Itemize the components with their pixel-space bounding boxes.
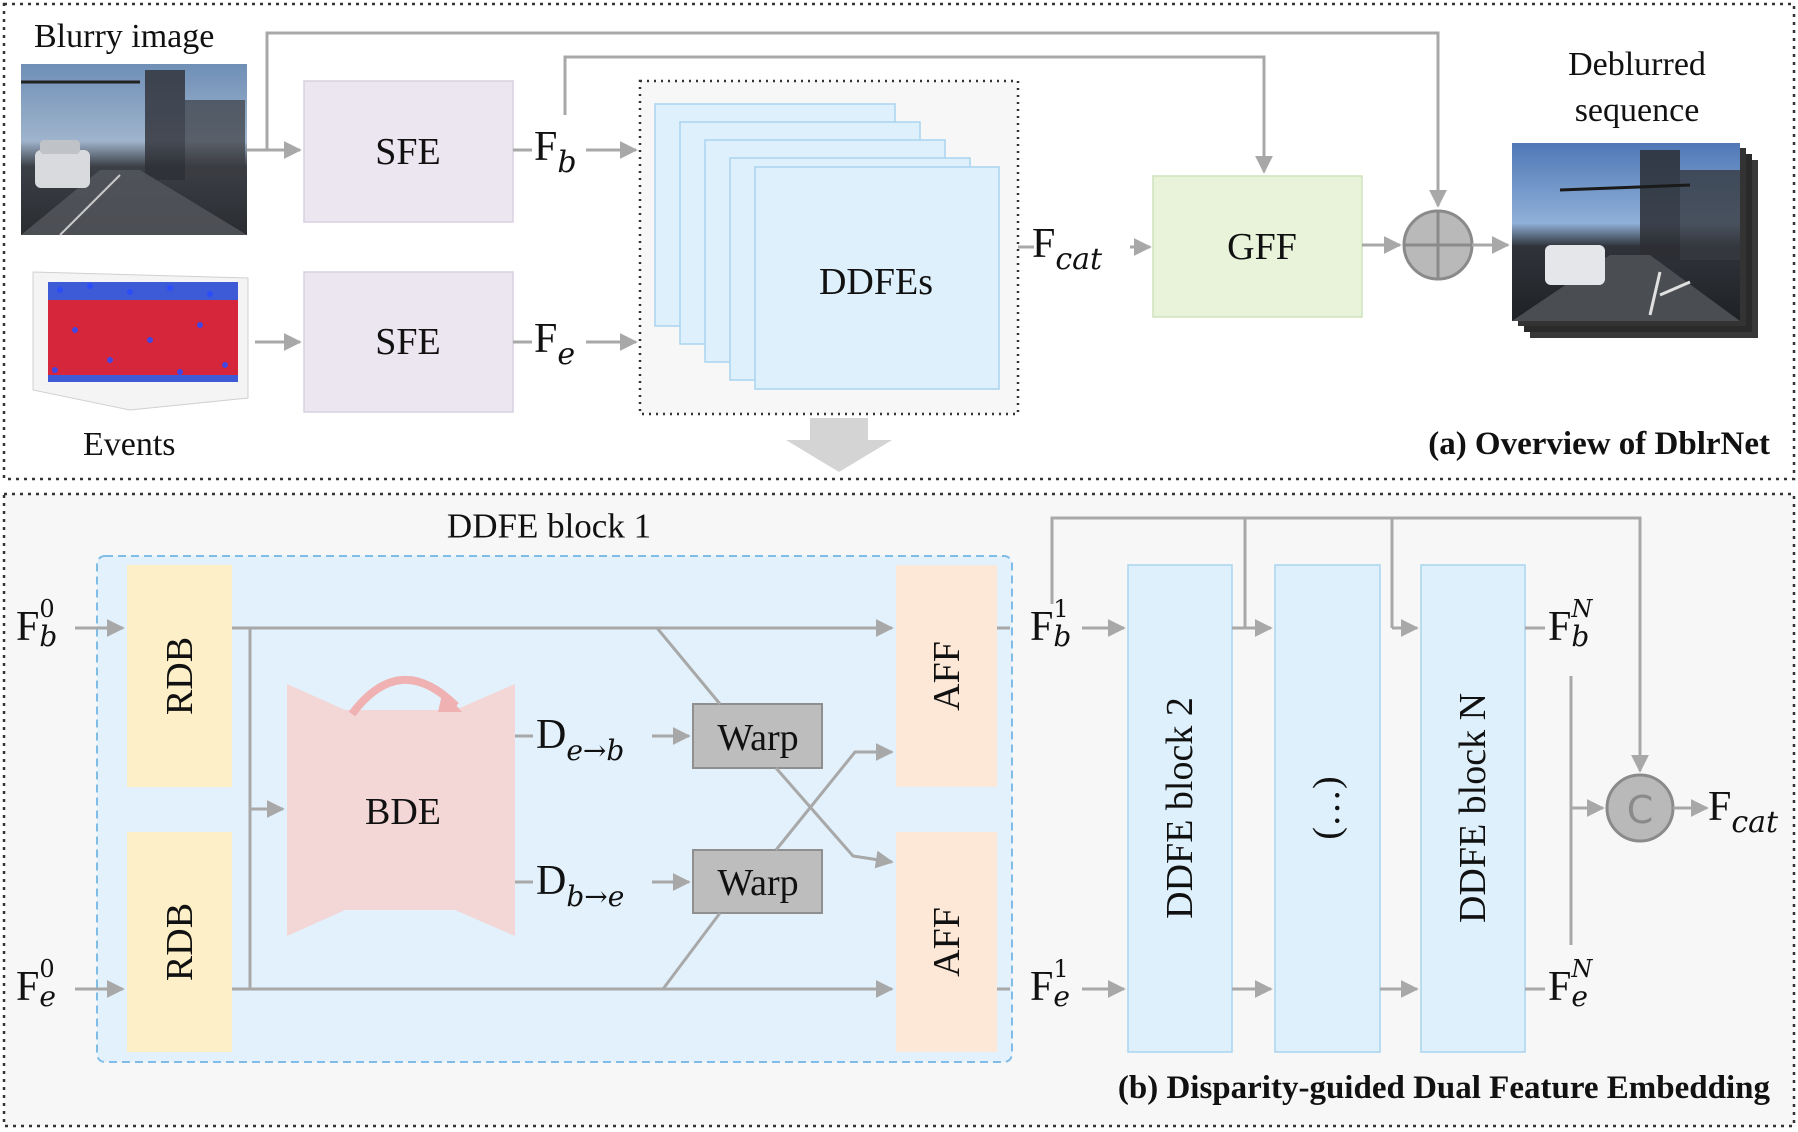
blurry-image	[21, 64, 247, 236]
rdb-bottom-label: RDB	[159, 902, 201, 982]
rdb-box-top	[127, 565, 232, 787]
deblurred-label-line2: sequence	[1574, 92, 1700, 129]
aff-box-top	[896, 565, 997, 787]
ddfe-block1-container	[96, 555, 1013, 1063]
sfe-box-top	[303, 80, 514, 223]
events-volume	[32, 271, 249, 411]
down-arrow	[786, 418, 892, 472]
ddfe-block1-title: DDFE block 1	[446, 506, 652, 546]
aff-box-bottom	[896, 832, 997, 1052]
sfe-bottom-label: SFE	[375, 321, 441, 363]
warp-top-label: Warp	[717, 717, 799, 759]
gff-label: GFF	[1227, 226, 1297, 268]
rdb-top-label: RDB	[159, 636, 201, 716]
ddfe-block2-box	[1127, 564, 1233, 1053]
add-icon	[1402, 209, 1474, 281]
aff-top-label: AFF	[926, 641, 968, 711]
fcat-label: Fcat	[1032, 221, 1103, 277]
fcat-b-label: Fcat	[1708, 784, 1779, 840]
gff-box	[1152, 175, 1363, 318]
ddfes-label: DDFEs	[818, 261, 934, 303]
ddfe-blockN-box	[1420, 564, 1526, 1053]
section-a-caption: (a) Overview of DblrNet	[1428, 426, 1770, 462]
ellipsis-block-box	[1274, 564, 1381, 1053]
fb-label: Fb	[534, 124, 577, 180]
rdb-box-bottom	[127, 832, 232, 1052]
d-eb-label: De→b	[536, 712, 625, 767]
sfe-top-label: SFE	[375, 131, 441, 173]
d-be-label: Db→e	[536, 858, 625, 913]
ellipsis-label: (…)	[1306, 776, 1348, 840]
aff-bottom-label: AFF	[926, 907, 968, 977]
bde-shape	[287, 684, 515, 936]
ddfe-block2-label: DDFE block 2	[1159, 697, 1201, 919]
fe-label: Fe	[534, 316, 576, 372]
warp-box-top	[692, 703, 823, 769]
warp-bottom-label: Warp	[717, 862, 799, 904]
events-label: Events	[83, 426, 176, 463]
deblurred-label-line1: Deblurred	[1568, 46, 1706, 83]
bde-label: BDE	[365, 791, 441, 833]
ddfe-blockN-label: DDFE block N	[1452, 692, 1494, 924]
concat-label: C	[1626, 788, 1654, 832]
ddfes-stack	[654, 103, 1000, 390]
warp-box-bottom	[692, 849, 823, 914]
sfe-box-bottom	[303, 271, 514, 413]
section-b-caption: (b) Disparity-guided Dual Feature Embedd…	[1117, 1070, 1770, 1106]
deblurred-images	[1512, 143, 1758, 338]
blurry-image-label: Blurry image	[34, 18, 215, 55]
